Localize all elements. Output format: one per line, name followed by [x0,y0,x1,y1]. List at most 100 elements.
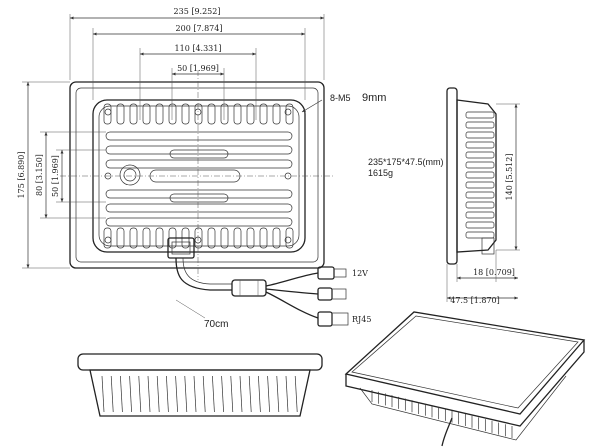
iso-body-edge [359,375,567,441]
bottom-fin [138,375,142,413]
bottom-fin [258,375,261,413]
side-body [456,99,497,253]
front-fins [103,103,294,249]
bottom-fin [221,375,224,413]
weight-label: 1615g [368,168,393,178]
bottom-fin [184,375,188,413]
rj45-connector-icon [317,311,333,327]
bottom-fin [175,375,178,413]
fin-bottom [220,227,229,249]
side-fin [465,191,495,199]
dim-140-text: 140 [5.512] [505,154,514,201]
vent-circle-inner [123,168,137,182]
front-housing-outline [69,81,325,269]
fin-top [181,103,190,125]
fin-bottom [103,227,112,249]
fin-bottom [142,227,151,249]
dc-connector-tip [333,268,347,278]
side-fins [465,111,495,239]
screw-hole-icon [104,108,112,116]
side-fin [465,231,495,239]
screw-hole-icon [284,108,292,116]
bottom-fin [248,375,252,413]
fin-horizontal [105,189,293,199]
bottom-fin [101,375,105,413]
side-fin [465,181,495,189]
power-label: 12V [352,269,368,278]
side-fin [465,211,495,219]
cable-branch-rj45 [265,291,319,319]
side-view [446,87,520,302]
fin-top [220,103,229,125]
bottom-fin [285,375,289,413]
fin-bottom [207,227,216,249]
bottom-view [77,353,323,417]
bottom-fin [212,375,215,413]
fin-top [116,103,125,125]
screw-depth-label: 9mm [362,92,386,104]
side-fin [465,151,495,159]
fin-top [233,103,242,125]
bottom-fin [230,375,234,413]
dim-200-text: 200 [7.874] [176,24,223,33]
bottom-fin [166,375,169,413]
iso-fins [371,390,513,438]
fin-top [194,103,203,125]
size-label: 235*175*47.5(mm) [368,157,444,167]
fin-top [259,103,268,125]
dim-18-text: 18 [0.709] [473,268,515,277]
bottom-fin [156,375,160,413]
side-fin [465,161,495,169]
fin-horizontal [105,217,293,227]
fin-horizontal [105,203,293,213]
dim-175-text: 175 [6.890] [17,152,26,199]
screw-label: 8-M5 [330,93,351,103]
bottom-fin [239,375,243,413]
isometric-view [344,311,586,447]
side-fin [465,141,495,149]
bottom-fin [267,375,270,413]
front-dimensions [22,14,325,319]
side-fin [465,111,495,119]
dim-80-text: 80 [3.150] [35,154,44,196]
fin-top [168,103,177,125]
fin-bottom [246,227,255,249]
fin-bottom [194,227,203,249]
cable-junction [231,279,267,297]
iso-top-inner [351,315,579,409]
bottom-body [89,369,311,417]
side-fin [465,221,495,229]
cable-branch-power [265,272,319,287]
dim-110-text: 110 [4.331] [175,44,222,53]
fin-horizontal [105,159,293,169]
side-fin [465,201,495,209]
bottom-fin [147,375,151,413]
cable-gland [167,237,195,259]
fin-bottom [116,227,125,249]
fin-horizontal [105,131,293,141]
iso-flange-edge [345,340,585,427]
fin-top [129,103,138,125]
bottom-flange [77,353,323,371]
dim-235-text: 235 [9.252] [174,7,221,16]
cable-inner [182,257,232,285]
fin-top [246,103,255,125]
iso-cable [441,417,453,447]
fin-bottom [129,227,138,249]
fin-top [207,103,216,125]
cable-length-label: 70cm [204,319,228,330]
bottom-fin [202,375,206,413]
fin-top [103,103,112,125]
cable-branch-mid [265,288,319,295]
screw-hole-icon [104,236,112,244]
fin-top [272,103,281,125]
bottom-fin [276,375,280,413]
fin-top [142,103,151,125]
mid-connector-tip [331,288,347,300]
side-fin [465,171,495,179]
bottom-fin [120,375,123,413]
bottom-fin [193,375,197,413]
dim-50-text: 50 [1.969] [177,64,219,73]
side-fin [465,121,495,129]
